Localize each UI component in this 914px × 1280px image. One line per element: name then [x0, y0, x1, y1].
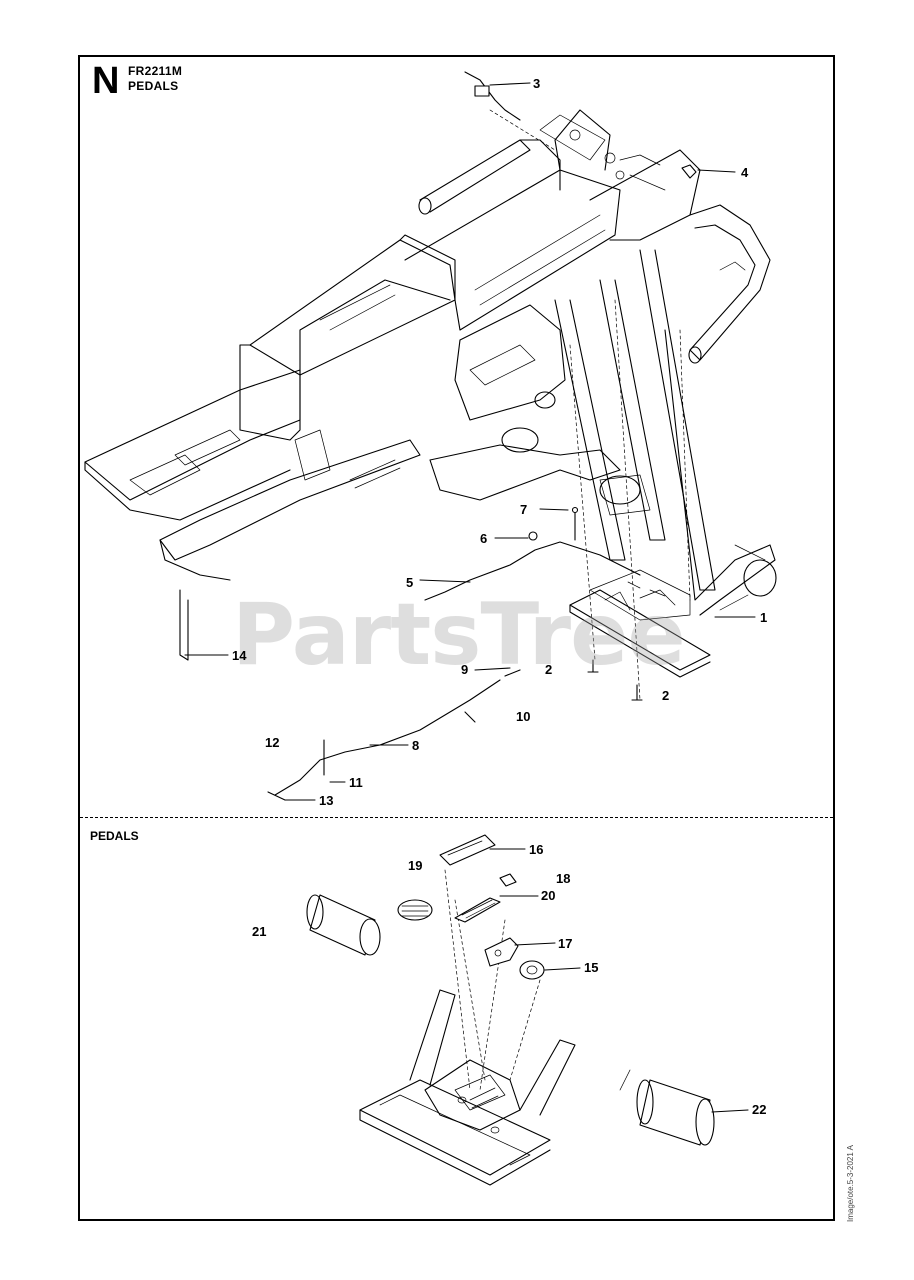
handle-bar-left — [418, 139, 561, 215]
part-22-pedal-pad — [619, 1069, 715, 1146]
part-16-bracket — [439, 834, 496, 866]
part-2-screws — [587, 659, 643, 701]
part-20-spring-plate — [454, 897, 501, 923]
leader-lines-lower — [489, 848, 749, 1113]
callout-8: 8 — [412, 738, 420, 753]
callout-9: 9 — [461, 662, 469, 677]
callout-6: 6 — [480, 531, 488, 546]
part-15-bushing — [519, 960, 545, 980]
pedal-detail-guide-lines — [444, 869, 541, 1091]
assembly-guide-lines — [489, 109, 691, 701]
chassis-frame — [84, 109, 701, 581]
diagram-frame — [78, 55, 835, 1221]
callout-14: 14 — [232, 648, 247, 663]
pedal-arms — [554, 249, 777, 616]
part-18-bolt — [499, 873, 517, 887]
callout-4: 4 — [741, 165, 749, 180]
part-19-spring-plate — [397, 899, 433, 921]
section-letter: N — [92, 60, 120, 102]
part-14-rod — [179, 589, 189, 661]
callout-22: 22 — [752, 1102, 767, 1117]
pedal-base-plate — [569, 569, 711, 678]
pedal-detail-base — [359, 989, 576, 1186]
callout-20: 20 — [541, 888, 556, 903]
callout-3: 3 — [533, 76, 541, 91]
callout-18: 18 — [556, 871, 571, 886]
callout-15: 15 — [584, 960, 599, 975]
image-reference-code: Image/ote.5-3-2021 A — [846, 1145, 855, 1222]
leader-lines-upper — [184, 82, 756, 801]
handle-bar-right — [688, 204, 771, 364]
callout-17: 17 — [558, 936, 573, 951]
callout-21: 21 — [252, 924, 267, 939]
part-21-pedal-pad — [306, 894, 381, 956]
callout-16: 16 — [529, 842, 544, 857]
callout-2-left: 2 — [545, 662, 553, 677]
callout-5: 5 — [406, 575, 414, 590]
model-number: FR2211M — [128, 64, 183, 78]
callout-12: 12 — [265, 735, 280, 750]
watermark: PartsTree — [232, 585, 686, 685]
callout-10: 10 — [516, 709, 531, 724]
callout-2-right: 2 — [662, 688, 670, 703]
cable-lower — [267, 669, 521, 801]
callout-11: 11 — [349, 775, 363, 790]
callout-7: 7 — [520, 502, 528, 517]
callout-1: 1 — [760, 610, 768, 625]
callout-19: 19 — [408, 858, 423, 873]
callout-13: 13 — [319, 793, 334, 808]
part-17-clip — [484, 937, 519, 967]
subsection-title: PEDALS — [90, 829, 139, 843]
cable-upper — [424, 506, 641, 601]
part-3-clip — [464, 71, 521, 121]
section-title: PEDALS — [128, 79, 179, 93]
section-divider — [80, 817, 833, 818]
part-4-bolt — [681, 164, 697, 179]
